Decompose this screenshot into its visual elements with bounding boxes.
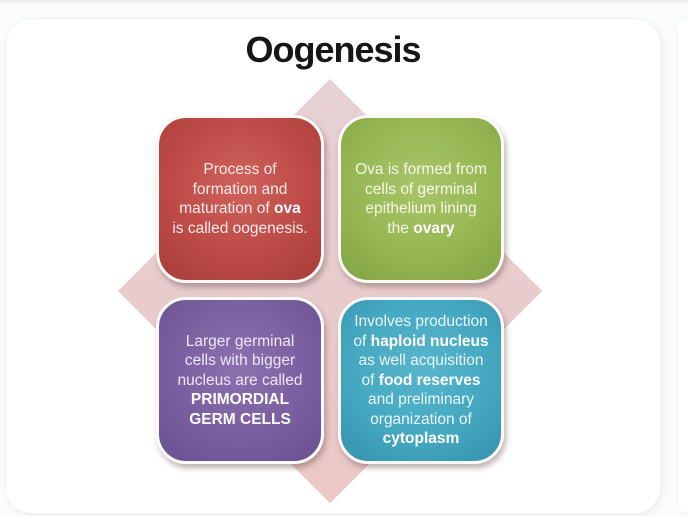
box-text-line: GERM CELLS xyxy=(189,410,291,428)
box-text-line: nucleus are called xyxy=(177,371,303,389)
box-text-line: the ovary xyxy=(387,219,455,237)
box-text-line: and preliminary xyxy=(368,391,474,409)
box-text-line: Ova is formed from xyxy=(355,161,487,178)
box-text-line: organization of xyxy=(370,410,472,428)
box-text-line: Larger germinal xyxy=(185,332,295,350)
box-text-line: maturation of ova xyxy=(179,200,301,217)
box-text-line: cells with bigger xyxy=(184,352,296,370)
box-text-line: of haploid nucleus xyxy=(353,332,489,350)
box-text-line: formation and xyxy=(192,180,288,198)
box-text-line: epithelium lining xyxy=(365,200,477,217)
box-definition-of-oogenesis: Process of formation and maturation of ova… xyxy=(156,115,324,283)
box-text-line: PRIMORDIAL xyxy=(190,391,290,409)
next-slide-edge xyxy=(677,19,688,513)
box-text-line: cytoplasm xyxy=(382,430,460,448)
page-top-edge-line xyxy=(0,0,688,3)
slide-title: Oogenesis xyxy=(245,29,421,70)
box-text-line: Process of xyxy=(203,161,277,178)
box-text-line: of food reserves xyxy=(361,371,481,389)
box-text-line: Involves production xyxy=(354,313,488,331)
box-text-line: is called oogenesis. xyxy=(172,219,308,237)
box-text-line: as well acquisition xyxy=(358,352,484,370)
box-text-line: cells of germinal xyxy=(365,180,477,198)
box-origin-of-ova: Ova is formed from cells of germinal epith… xyxy=(338,115,504,283)
